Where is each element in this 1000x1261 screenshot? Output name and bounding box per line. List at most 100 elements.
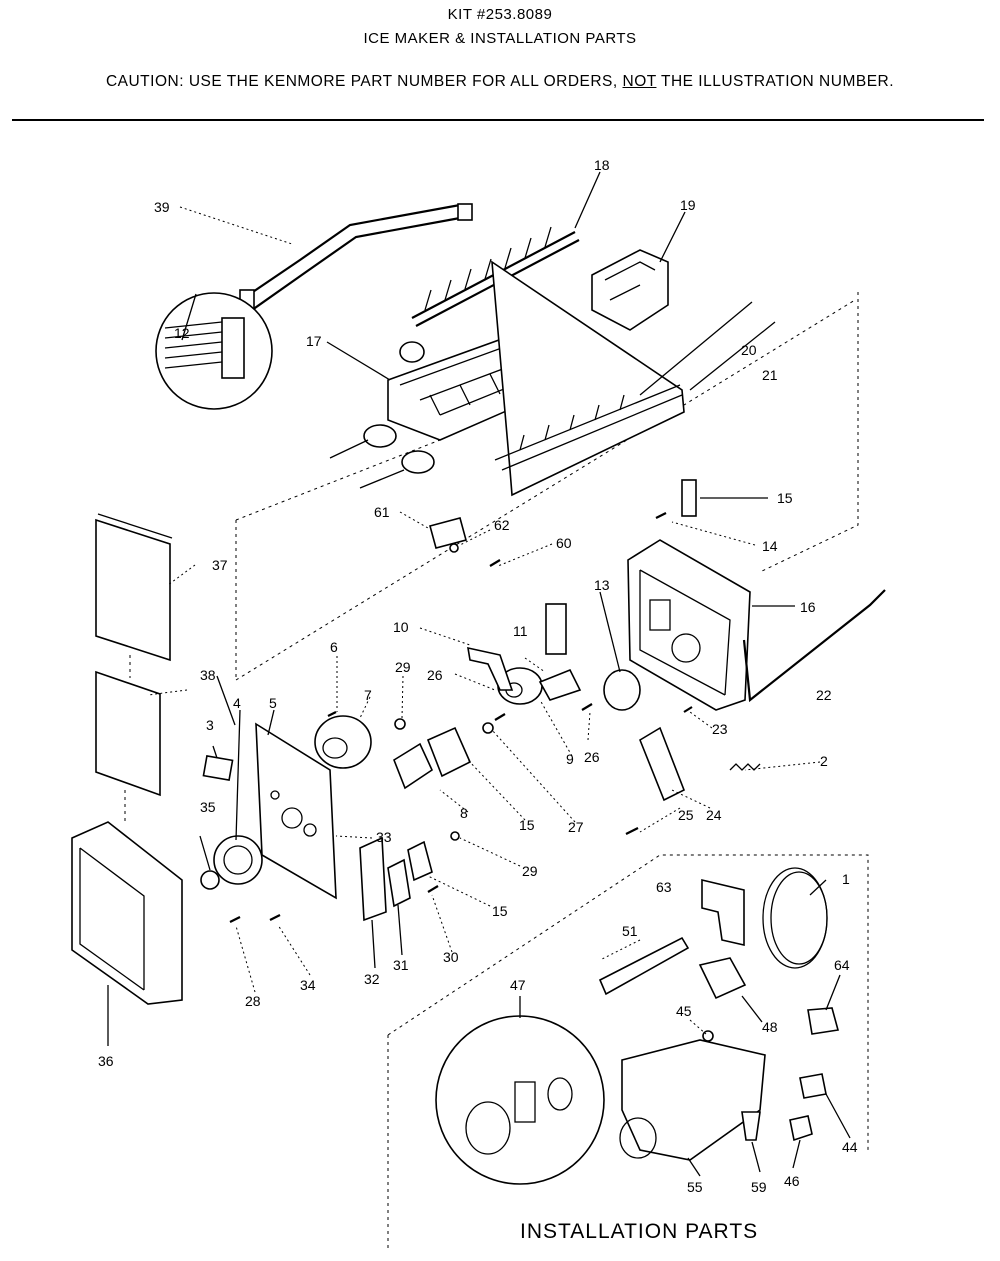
screws — [229, 512, 714, 1042]
part-55-water-valve — [619, 1039, 766, 1161]
callout-27: 27 — [568, 819, 584, 835]
part-44-clamp — [799, 1073, 827, 1099]
header-divider — [12, 119, 984, 121]
callout-3: 3 — [206, 717, 214, 733]
callout-9: 9 — [566, 751, 574, 767]
part-38-panel — [95, 670, 161, 797]
callout-8: 8 — [460, 805, 468, 821]
part-63-bracket — [701, 878, 745, 947]
callout-39: 39 — [154, 199, 170, 215]
caution-text-end: THE ILLUSTRATION NUMBER. — [656, 73, 895, 90]
callout-labels: 18 19 39 12 17 20 21 15 14 16 61 62 60 1… — [98, 157, 858, 1195]
callout-33: 33 — [376, 829, 392, 845]
callout-44: 44 — [842, 1139, 858, 1155]
callout-18: 18 — [594, 157, 610, 173]
callout-25: 25 — [678, 807, 694, 823]
part-12-harness-inset — [155, 292, 273, 410]
installation-parts-label: INSTALLATION PARTS — [520, 1220, 759, 1243]
callout-29-b: 29 — [522, 863, 538, 879]
part-11-clip — [538, 668, 582, 701]
callout-16: 16 — [800, 599, 816, 615]
callout-28: 28 — [245, 993, 261, 1009]
callout-46: 46 — [784, 1173, 800, 1189]
assembly-guide-lines — [124, 292, 869, 1250]
callout-12: 12 — [174, 325, 190, 341]
part-22-shutoff-arm — [742, 589, 886, 703]
part-7-motor — [314, 715, 372, 769]
part-24-lever — [639, 726, 686, 802]
caution-note: CAUTION: USE THE KENMORE PART NUMBER FOR… — [0, 73, 1000, 91]
part-2-spring — [729, 763, 761, 771]
callout-22: 22 — [816, 687, 832, 703]
callout-61: 61 — [374, 504, 390, 520]
callout-23: 23 — [712, 721, 728, 737]
callout-1: 1 — [842, 871, 850, 887]
part-46-clip — [789, 1115, 813, 1142]
callout-26-b: 26 — [584, 749, 600, 765]
callout-36: 36 — [98, 1053, 114, 1069]
part-64-clamp — [807, 1007, 840, 1035]
callout-15-a: 15 — [777, 490, 793, 506]
callout-19: 19 — [680, 197, 696, 213]
part-4-gear — [200, 835, 263, 890]
callout-35: 35 — [200, 799, 216, 815]
callout-48: 48 — [762, 1019, 778, 1035]
callout-63: 63 — [656, 879, 672, 895]
callout-2: 2 — [820, 753, 828, 769]
callout-60: 60 — [556, 535, 572, 551]
part-15-bracket-b — [681, 479, 697, 517]
part-13-fan — [603, 669, 641, 711]
callout-5: 5 — [269, 695, 277, 711]
callout-51: 51 — [622, 923, 638, 939]
callout-62: 62 — [494, 517, 510, 533]
part-39-fill-tube — [239, 203, 473, 313]
part-1-tubing-coil — [762, 867, 828, 969]
callout-45: 45 — [676, 1003, 692, 1019]
part-15-switch-a — [426, 726, 472, 778]
part-37-panel — [95, 513, 173, 662]
kit-number: KIT #253.8089 — [447, 6, 553, 23]
callout-29-a: 29 — [395, 659, 411, 675]
callout-26-a: 26 — [427, 667, 443, 683]
callout-47: 47 — [510, 977, 526, 993]
callout-11: 11 — [513, 623, 528, 639]
callout-34: 34 — [300, 977, 316, 993]
part-61-bracket — [429, 517, 467, 549]
callout-14: 14 — [762, 538, 778, 554]
callout-32: 32 — [364, 971, 380, 987]
part-36-cover-box — [71, 821, 183, 1005]
callout-30: 30 — [443, 949, 459, 965]
callout-15-c: 15 — [492, 903, 508, 919]
part-5-mounting-plate — [255, 722, 337, 900]
callout-17: 17 — [306, 333, 322, 349]
callout-55: 55 — [687, 1179, 703, 1195]
part-19-cover — [591, 249, 669, 331]
part-32-bracket — [359, 836, 387, 922]
callout-4: 4 — [233, 695, 241, 711]
part-16-housing — [627, 539, 751, 711]
part-10-arm — [467, 646, 514, 691]
part-48-fitting — [698, 957, 747, 1000]
caution-emphasis: NOT — [622, 73, 657, 90]
callout-6: 6 — [330, 639, 338, 655]
callout-38: 38 — [200, 667, 216, 683]
part-47-valve-inset — [435, 1015, 605, 1185]
callout-37: 37 — [212, 557, 228, 573]
callout-7: 7 — [364, 687, 372, 703]
part-harness-connector — [545, 603, 567, 655]
caution-text: CAUTION: USE THE KENMORE PART NUMBER FOR… — [105, 73, 623, 90]
callout-59: 59 — [751, 1179, 767, 1195]
callout-10: 10 — [393, 619, 409, 635]
callout-20: 20 — [741, 342, 757, 358]
page-title: ICE MAKER & INSTALLATION PARTS — [363, 30, 637, 47]
part-8-switch — [393, 742, 434, 790]
callout-64: 64 — [834, 957, 850, 973]
callout-21: 21 — [762, 367, 778, 383]
part-51-tube — [598, 936, 690, 996]
part-21-heater — [491, 260, 685, 497]
callout-15-b: 15 — [519, 817, 535, 833]
callout-13: 13 — [594, 577, 610, 593]
part-3-label — [202, 754, 234, 782]
part-59-insert — [741, 1111, 761, 1141]
